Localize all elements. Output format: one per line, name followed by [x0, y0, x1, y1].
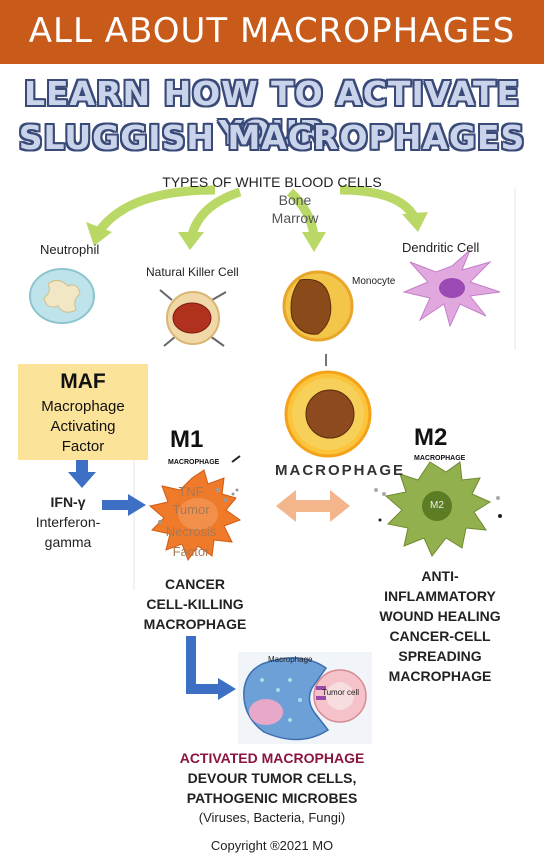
copyright: Copyright ®2021 MO	[210, 838, 334, 853]
maf-title: MAF	[60, 370, 106, 393]
wbc-title: TYPES OF WHITE BLOOD CELLS	[162, 174, 382, 190]
arrow-to-dendritic	[339, 185, 419, 221]
dendritic-cell	[402, 249, 501, 328]
ifn-title: IFN-γ	[50, 494, 86, 510]
arrowhead-monocyte	[302, 232, 326, 252]
m1-to-activated-arrow	[186, 636, 236, 700]
ifn-right-arrow	[102, 494, 146, 516]
central-macrophage-cell	[284, 370, 372, 458]
neutrophil-label: Neutrophil	[40, 242, 100, 257]
ifn-line-3: gamma	[44, 534, 92, 550]
tnf-line-3: Necrosis	[165, 524, 217, 539]
maf-line-2: Activating	[50, 418, 116, 435]
monocyte-cell	[282, 270, 354, 342]
bone-marrow-line-2: Marrow	[271, 210, 319, 226]
arrowhead-nk	[178, 232, 204, 250]
monocyte-label: Monocyte	[352, 276, 396, 287]
m2-subtitle: MACROPHAGE	[414, 455, 466, 462]
illustration-macrophage-label: Macrophage	[268, 655, 313, 664]
m1-m2-double-arrow	[276, 490, 350, 522]
tnf-line-4: Factor	[172, 544, 210, 559]
illustration-tumor-label: Tumor cell	[322, 688, 360, 697]
m2-macrophage-cell	[374, 461, 502, 557]
arrow-to-nk	[187, 187, 242, 237]
tnf-line-2: Tumor	[172, 502, 210, 517]
m2-desc-line-2: INFLAMMATORY	[384, 588, 496, 604]
activated-line-2: PATHOGENIC MICROBES	[186, 790, 358, 806]
m1-desc-line-3: MACROPHAGE	[143, 616, 247, 632]
m1-subtitle: MACROPHAGE	[168, 459, 220, 466]
ifn-line-2: Interferon-	[35, 514, 101, 530]
headline-line-2: SLUGGISH MACROPHAGES	[18, 118, 526, 157]
natural-killer-cell	[159, 289, 227, 347]
m1-desc-line-2: CELL-KILLING	[146, 596, 244, 612]
activated-line-3: (Viruses, Bacteria, Fungi)	[198, 810, 346, 825]
arrow-to-monocyte	[286, 188, 319, 236]
title-banner	[0, 0, 544, 64]
arrow-to-neutrophil	[96, 185, 216, 233]
headline-line-1: LEARN HOW TO ACTIVATE YOUR	[23, 74, 521, 152]
m1-title: M1	[170, 426, 204, 453]
m2-desc-line-4: CANCER-CELL	[389, 628, 491, 644]
m1-macrophage-cell	[148, 455, 242, 562]
tnf-line-1: TNF	[178, 484, 204, 499]
m2-title: M2	[414, 424, 448, 451]
nk-cell-label: Natural Killer Cell	[146, 265, 239, 279]
m2-desc-line-5: SPREADING	[398, 648, 482, 664]
m2-nucleus-label: M2	[430, 500, 444, 511]
m2-desc-line-3: WOUND HEALING	[379, 608, 501, 624]
bone-marrow-line-1: Bone	[278, 192, 312, 208]
dendritic-cell-label: Dendritic Cell	[402, 240, 480, 255]
maf-line-3: Factor	[61, 438, 105, 455]
neutrophil-cell	[29, 268, 95, 324]
m1-desc-line-1: CANCER	[165, 576, 225, 592]
maf-box	[18, 364, 148, 460]
macrophage-label: MACROPHAGE	[275, 462, 406, 479]
activated-title: ACTIVATED MACROPHAGE	[179, 750, 365, 766]
m2-desc-line-1: ANTI-	[421, 568, 459, 584]
maf-down-arrow	[68, 460, 96, 488]
maf-line-1: Macrophage	[41, 398, 125, 415]
activated-line-1: DEVOUR TUMOR CELLS,	[187, 770, 357, 786]
m2-desc-line-6: MACROPHAGE	[388, 668, 492, 684]
banner-title: ALL ABOUT MACROPHAGES	[28, 11, 516, 51]
arrowhead-dendritic	[402, 212, 428, 232]
activated-macrophage-illustration	[238, 652, 372, 744]
arrowhead-neutrophil	[86, 222, 112, 246]
